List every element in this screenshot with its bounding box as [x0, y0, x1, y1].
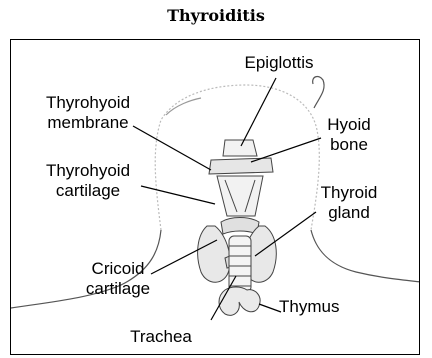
anatomy-illustration: Epiglottis Thyrohyoid membrane Hyoid bon… [11, 40, 420, 355]
thyrohyoid-membrane-label-line2: membrane [47, 113, 128, 132]
thyrohyoid-membrane-label-line1: Thyrohyoid [46, 93, 130, 112]
trachea-label: Trachea [130, 327, 192, 346]
hyoid-bone-label-line2: bone [330, 135, 368, 154]
hyoid-bone-label-line1: Hyoid [327, 115, 370, 134]
cricoid-cartilage-label-line2: cartilage [86, 279, 150, 298]
thyroid-gland-label-line1: Thyroid [321, 183, 378, 202]
thymus-label: Thymus [279, 297, 339, 316]
thyrohyoid-cartilage-label-line2: cartilage [56, 181, 120, 200]
thyroid-gland-label-line2: gland [328, 203, 370, 222]
diagram-title: Thyroiditis [0, 6, 432, 25]
diagram-frame: Epiglottis Thyrohyoid membrane Hyoid bon… [10, 39, 420, 355]
epiglottis-label: Epiglottis [245, 53, 314, 72]
thymus-shape [219, 287, 260, 315]
cricoid-cartilage-label-line1: Cricoid [92, 259, 145, 278]
larynx-structures [209, 140, 273, 234]
thyrohyoid-cartilage-label-line1: Thyrohyoid [46, 161, 130, 180]
